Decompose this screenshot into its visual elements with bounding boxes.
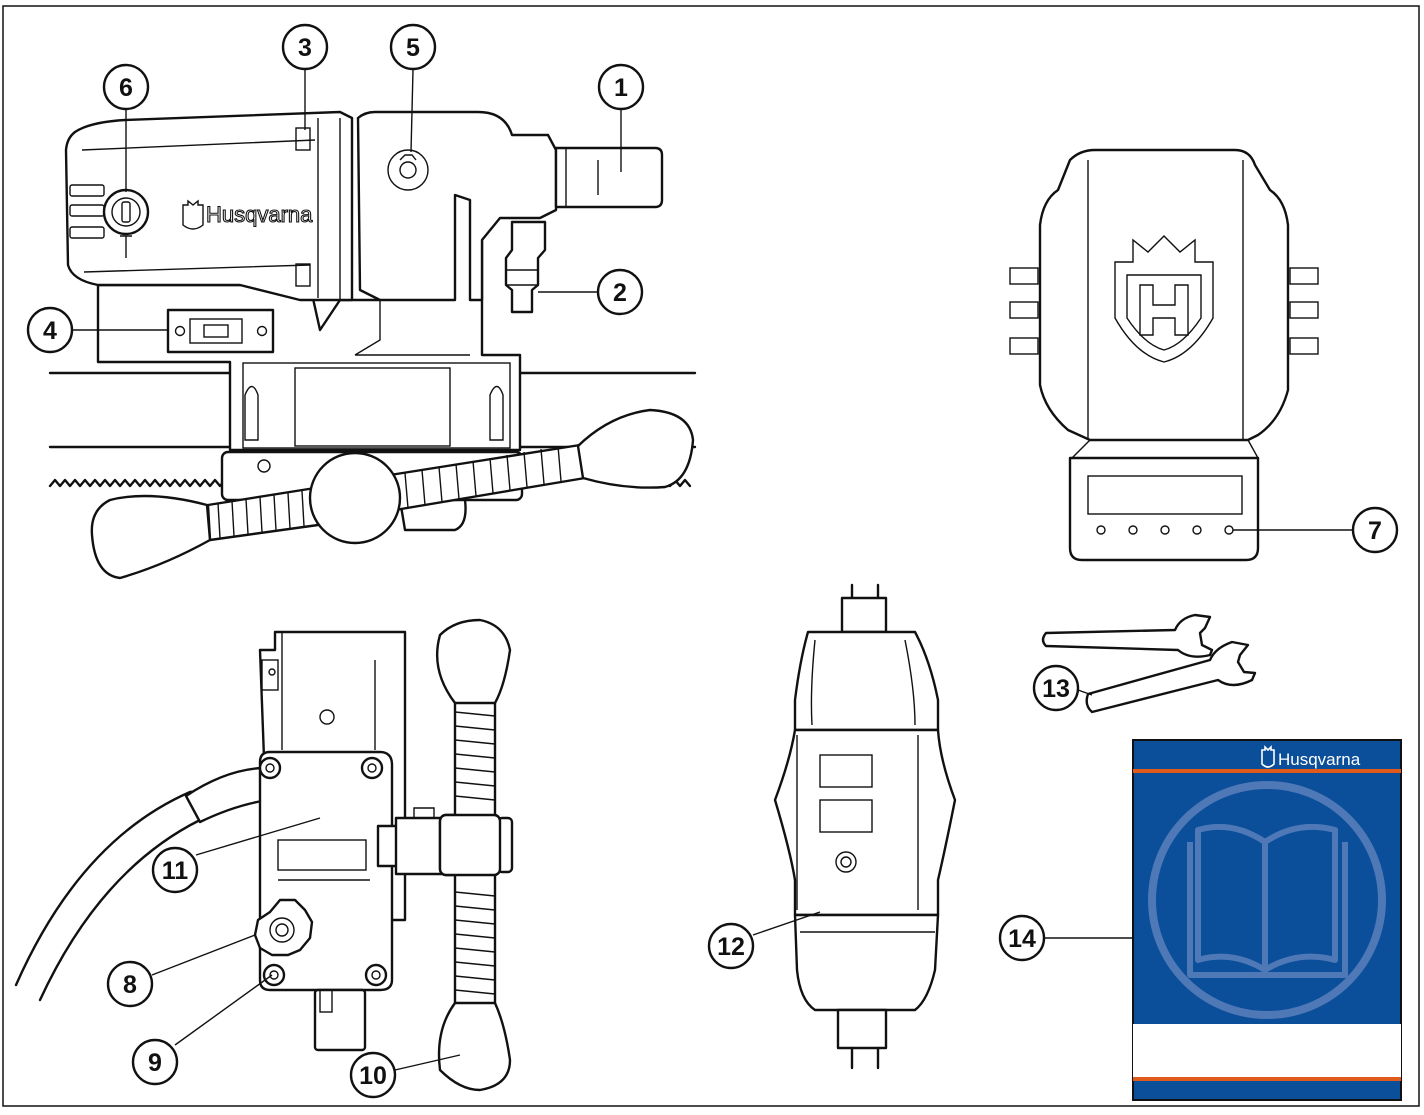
callout-11-label: 11 bbox=[162, 857, 189, 885]
callout-5: 5 bbox=[389, 23, 437, 71]
callout-2-label: 2 bbox=[613, 279, 627, 307]
callout-3-label: 3 bbox=[298, 34, 312, 62]
callout-5-label: 5 bbox=[406, 34, 420, 62]
callout-14-label: 14 bbox=[1008, 925, 1036, 953]
wrenches bbox=[1041, 613, 1257, 714]
open-book-icon bbox=[1148, 781, 1386, 1019]
prcd-unit bbox=[773, 583, 957, 1070]
motor-front-view bbox=[1009, 148, 1319, 562]
manual-logo-text: Husqvarna bbox=[1278, 750, 1361, 769]
callout-2: 2 bbox=[596, 268, 644, 316]
callout-1-label: 1 bbox=[614, 74, 628, 102]
callout-9-label: 9 bbox=[148, 1049, 162, 1077]
callout-6: 6 bbox=[102, 63, 150, 111]
husqvarna-logo-icon: Husqvarna bbox=[1261, 745, 1361, 769]
callout-8-label: 8 bbox=[123, 971, 137, 999]
callout-13: 13 bbox=[1032, 664, 1080, 712]
callout-3: 3 bbox=[281, 23, 329, 71]
drill-motor-assembly: Husqvarna bbox=[48, 110, 697, 580]
callout-14: 14 bbox=[998, 914, 1046, 962]
leader-lines bbox=[72, 69, 1352, 1071]
callout-12-label: 12 bbox=[717, 933, 745, 961]
husqvarna-logo-icon: Husqvarna bbox=[182, 199, 314, 230]
husqvarna-crown-icon bbox=[1114, 235, 1214, 363]
callout-1: 1 bbox=[597, 63, 645, 111]
callout-13-label: 13 bbox=[1042, 675, 1070, 703]
callout-10: 10 bbox=[349, 1051, 397, 1099]
operators-manual: Husqvarna bbox=[1132, 739, 1402, 1101]
callout-7-label: 7 bbox=[1368, 517, 1382, 545]
callout-8: 8 bbox=[106, 960, 154, 1008]
callout-6-label: 6 bbox=[119, 74, 133, 102]
drill-side-view bbox=[14, 618, 514, 1092]
callout-4: 4 bbox=[26, 306, 74, 354]
callout-4-label: 4 bbox=[43, 317, 57, 345]
callout-12: 12 bbox=[707, 922, 755, 970]
callout-11: 11 bbox=[151, 846, 199, 894]
callout-7: 7 bbox=[1351, 506, 1399, 554]
callout-9: 9 bbox=[131, 1038, 179, 1086]
callout-10-label: 10 bbox=[359, 1062, 387, 1090]
housing-logo-text: Husqvarna bbox=[206, 202, 313, 227]
